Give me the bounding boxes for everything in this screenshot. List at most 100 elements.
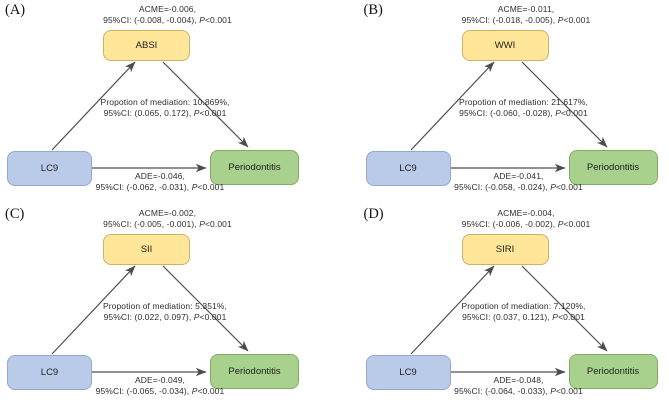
ade-line1: ADE=-0.048, bbox=[493, 374, 544, 385]
mediation-p-label: P bbox=[555, 108, 561, 118]
acme-p-value: <0.001 bbox=[563, 15, 591, 25]
exposure-label: LC9 bbox=[40, 366, 59, 378]
mediation-line1: Propotion of mediation: 5.351%, bbox=[102, 300, 228, 311]
outcome-box: Periodontitis bbox=[568, 353, 658, 389]
mediation-line1: Propotion of mediation: 7.120%, bbox=[461, 300, 586, 311]
mediator-box: SIRI bbox=[461, 233, 549, 265]
arrows-svg bbox=[51, 265, 249, 376]
ade-line2: 95%CI: (-0.064, -0.033), P<0.001 bbox=[399, 386, 639, 397]
outcome-label: Periodontitis bbox=[586, 365, 640, 377]
mediation-p-value: <0.001 bbox=[558, 311, 585, 322]
acme-line1: ACME=-0.004, bbox=[497, 207, 555, 218]
ade-p-value: <0.001 bbox=[197, 385, 225, 396]
mediation-p-label: P bbox=[193, 311, 200, 322]
ade-p-value: <0.001 bbox=[555, 182, 583, 192]
mediation-panel: (A) ACME=-0.006, 95%CI: (-0.008, -0.004)… bbox=[0, 0, 335, 204]
ade-ci: 95%CI: (-0.065, -0.034), bbox=[95, 385, 192, 396]
mediation-line2: 95%CI: (0.037, 0.121), P<0.001 bbox=[414, 312, 634, 323]
mediation-ci: 95%CI: (0.022, 0.097), bbox=[103, 311, 194, 322]
ade-stats: ADE=-0.041, 95%CI: (-0.058, -0.024), P<0… bbox=[399, 171, 639, 193]
acme-ci: 95%CI: (-0.005, -0.001), bbox=[103, 218, 200, 229]
ade-line2: 95%CI: (-0.058, -0.024), P<0.001 bbox=[399, 182, 639, 193]
ade-line1: ADE=-0.046, bbox=[134, 171, 185, 181]
exposure-box: LC9 bbox=[365, 354, 451, 390]
ade-stats: ADE=-0.046, 95%CI: (-0.062, -0.031), P<0… bbox=[40, 171, 280, 193]
arrow-exposure-to-mediator-icon bbox=[410, 265, 494, 354]
outcome-label: Periodontitis bbox=[586, 162, 640, 173]
arrow-mediator-to-outcome-icon bbox=[521, 265, 607, 351]
arrow-mediator-to-outcome-icon bbox=[162, 265, 249, 351]
acme-p-label: P bbox=[199, 218, 205, 229]
mediation-ci: 95%CI: (0.065, 0.172), bbox=[103, 108, 194, 118]
mediation-panel: (C) ACME=-0.002, 95%CI: (-0.005, -0.001)… bbox=[0, 204, 335, 407]
panel-inner: (A) ACME=-0.006, 95%CI: (-0.008, -0.004)… bbox=[0, 0, 334, 203]
acme-line2: 95%CI: (-0.006, -0.002), P<0.001 bbox=[409, 219, 644, 230]
arrow-exposure-to-mediator-icon bbox=[410, 61, 494, 151]
arrows-svg bbox=[51, 61, 249, 173]
exposure-box: LC9 bbox=[7, 151, 92, 186]
outcome-box: Periodontitis bbox=[210, 150, 299, 185]
arrow-exposure-to-mediator-icon bbox=[51, 265, 136, 354]
acme-stats: ACME=-0.002, 95%CI: (-0.005, -0.001), P<… bbox=[50, 208, 285, 230]
mediation-line1: Propotion of mediation: 21.617%, bbox=[459, 97, 588, 107]
ade-line1: ADE=-0.049, bbox=[134, 374, 185, 385]
acme-line1: ACME=-0.011, bbox=[497, 4, 555, 14]
arrows-svg bbox=[410, 265, 607, 376]
mediation-line1: Propotion of mediation: 10.869%, bbox=[100, 97, 230, 107]
acme-ci: 95%CI: (-0.018, -0.005), bbox=[461, 15, 558, 25]
mediation-p-value: <0.001 bbox=[199, 108, 227, 118]
mediator-label: ABSI bbox=[135, 40, 158, 51]
exposure-box: LC9 bbox=[7, 354, 92, 390]
panel-label: (D) bbox=[363, 205, 384, 222]
mediation-panel: (B) ACME=-0.011, 95%CI: (-0.018, -0.005)… bbox=[335, 0, 669, 204]
panel-inner: (D) ACME=-0.004, 95%CI: (-0.006, -0.002)… bbox=[359, 204, 669, 407]
ade-line1: ADE=-0.041, bbox=[493, 171, 544, 181]
ade-p-label: P bbox=[191, 385, 198, 396]
acme-p-label: P bbox=[557, 15, 564, 25]
acme-p-label: P bbox=[557, 218, 564, 229]
mediation-p-label: P bbox=[552, 311, 559, 322]
arrow-mediator-to-outcome-icon bbox=[521, 61, 607, 148]
panel-label: (A) bbox=[5, 2, 26, 18]
mediator-label: SII bbox=[140, 243, 153, 255]
ade-ci: 95%CI: (-0.058, -0.024), bbox=[454, 182, 551, 192]
mediation-ci: 95%CI: (0.037, 0.121), bbox=[462, 311, 553, 322]
acme-stats: ACME=-0.004, 95%CI: (-0.006, -0.002), P<… bbox=[409, 208, 644, 230]
mediation-line2: 95%CI: (-0.060, -0.028), P<0.001 bbox=[414, 108, 634, 119]
exposure-label: LC9 bbox=[399, 366, 417, 378]
mediation-ci: 95%CI: (-0.060, -0.028), bbox=[459, 108, 556, 118]
arrow-mediator-to-outcome-icon bbox=[162, 61, 249, 148]
ade-stats: ADE=-0.048, 95%CI: (-0.064, -0.033), P<0… bbox=[399, 375, 639, 397]
outcome-box: Periodontitis bbox=[210, 353, 299, 389]
ade-stats: ADE=-0.049, 95%CI: (-0.065, -0.034), P<0… bbox=[40, 375, 280, 397]
exposure-label: LC9 bbox=[399, 163, 417, 174]
ade-line2: 95%CI: (-0.065, -0.034), P<0.001 bbox=[40, 386, 280, 397]
acme-line2: 95%CI: (-0.008, -0.004), P<0.001 bbox=[50, 15, 285, 26]
mediation-line2: 95%CI: (0.022, 0.097), P<0.001 bbox=[55, 312, 275, 323]
exposure-label: LC9 bbox=[40, 163, 59, 174]
acme-line1: ACME=-0.002, bbox=[138, 207, 197, 218]
mediation-stats: Propotion of mediation: 5.351%, 95%CI: (… bbox=[55, 301, 275, 323]
ade-p-value: <0.001 bbox=[197, 182, 225, 192]
acme-line1: ACME=-0.006, bbox=[138, 4, 197, 14]
mediation-p-label: P bbox=[193, 108, 200, 118]
mediator-label: SIRI bbox=[495, 243, 515, 255]
mediation-p-value: <0.001 bbox=[199, 311, 227, 322]
ade-ci: 95%CI: (-0.062, -0.031), bbox=[95, 182, 192, 192]
acme-line2: 95%CI: (-0.018, -0.005), P<0.001 bbox=[409, 15, 644, 26]
ade-p-label: P bbox=[550, 182, 556, 192]
panel-label: (B) bbox=[363, 2, 383, 18]
mediator-box: ABSI bbox=[103, 30, 190, 61]
acme-p-label: P bbox=[199, 15, 205, 25]
acme-ci: 95%CI: (-0.006, -0.002), bbox=[461, 218, 558, 229]
arrow-exposure-to-mediator-icon bbox=[51, 61, 136, 151]
mediation-panel: (D) ACME=-0.004, 95%CI: (-0.006, -0.002)… bbox=[335, 204, 669, 407]
arrows-svg bbox=[410, 61, 607, 173]
mediator-box: SII bbox=[103, 233, 190, 265]
mediation-stats: Propotion of mediation: 10.869%, 95%CI: … bbox=[55, 97, 275, 119]
panel-inner: (B) ACME=-0.011, 95%CI: (-0.018, -0.005)… bbox=[359, 0, 669, 203]
exposure-box: LC9 bbox=[365, 151, 451, 186]
ade-p-value: <0.001 bbox=[555, 385, 583, 396]
outcome-label: Periodontitis bbox=[228, 162, 281, 173]
mediation-stats: Propotion of mediation: 7.120%, 95%CI: (… bbox=[414, 301, 634, 323]
